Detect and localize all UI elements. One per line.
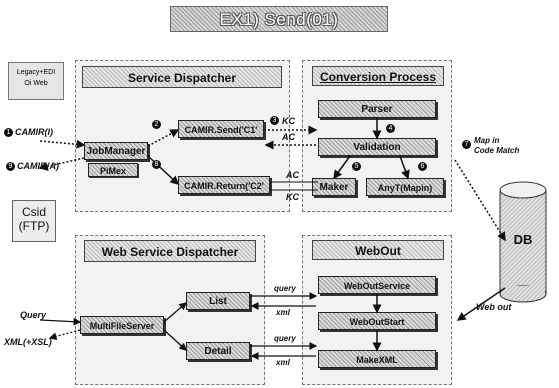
kc2-label: KC: [286, 192, 299, 202]
db-to-webout-arrow: [456, 287, 506, 321]
list-box: List: [186, 292, 250, 310]
query-in-arrow: [39, 317, 82, 326]
step-4-dot: 4: [386, 124, 395, 133]
mfs-to-detail-arrow: [163, 329, 187, 351]
legacy-line2: Oi Web: [24, 80, 48, 87]
web-service-dispatcher-header: Web Service Dispatcher: [84, 240, 256, 262]
validation-box: Validation: [318, 138, 436, 156]
camir-in-label: CAMIR(I): [15, 127, 53, 137]
step-7-dot: 7: [462, 140, 471, 149]
legacy-box: Legacy+EDI Oi Web: [8, 62, 64, 100]
xml-out-arrow: [48, 329, 81, 341]
csid-line2: (FTP): [18, 219, 50, 233]
csid-line1: Csid: [21, 205, 46, 219]
step-3-dot: 3: [270, 116, 279, 125]
conversion-process-header: Conversion Process: [312, 66, 444, 86]
camir-send-box: CAMIR.Send('C1': [178, 120, 264, 138]
db-cylinder: [499, 181, 547, 303]
legacy-line1: Legacy+EDI: [16, 69, 56, 76]
xml2-label: xml: [276, 358, 290, 367]
map-in-label: Map in Code Match: [474, 136, 520, 155]
camir-return-box: CAMIR.Return('C2': [178, 176, 270, 194]
step-1-dot: 1: [4, 128, 13, 137]
detail-box: Detail: [186, 342, 250, 360]
query2-label: query: [274, 334, 296, 343]
multifile-server-box: MultiFileServer: [80, 316, 164, 334]
xml-xsl-label: XML(+XSL): [4, 337, 52, 347]
step-6-dot: 6: [418, 162, 427, 171]
kc1-label: KC: [282, 116, 295, 126]
csid-box: Csid (FTP): [12, 200, 56, 242]
camir-out-label: CAMIR(A): [17, 161, 59, 171]
step-5-dot: 5: [352, 162, 361, 171]
camir-out-arrow: [38, 157, 85, 171]
validation-to-anyt-arrow: [399, 155, 410, 180]
parser-box: Parser: [318, 100, 436, 118]
webout-header: WebOut: [312, 240, 444, 260]
ac1-label: AC: [282, 132, 295, 142]
step-8-dot: 8: [152, 160, 161, 169]
camir-in-arrow: [39, 139, 86, 149]
step-2-dot: 2: [152, 120, 161, 129]
job-manager-box: JobManager: [84, 142, 148, 160]
pimex-box: PiMex: [88, 163, 138, 177]
cp-to-db-arrow: [454, 159, 506, 242]
service-dispatcher-header: Service Dispatcher: [82, 66, 282, 88]
db-label: DB: [513, 232, 533, 247]
mfs-to-list-arrow: [163, 302, 187, 323]
step-9-dot: 9: [6, 162, 15, 171]
diagram-title: EX1) Send(01): [170, 6, 388, 32]
web-out-label: Web out: [476, 302, 512, 312]
webout-service-box: WebOutService: [318, 276, 436, 294]
jm-to-send-arrow: [147, 129, 180, 147]
query-in-label: Query: [20, 310, 47, 320]
validation-to-maker-arrow: [333, 155, 351, 180]
xml1-label: xml: [276, 308, 290, 317]
query1-label: query: [274, 284, 296, 293]
ac2-label: AC: [286, 170, 299, 180]
